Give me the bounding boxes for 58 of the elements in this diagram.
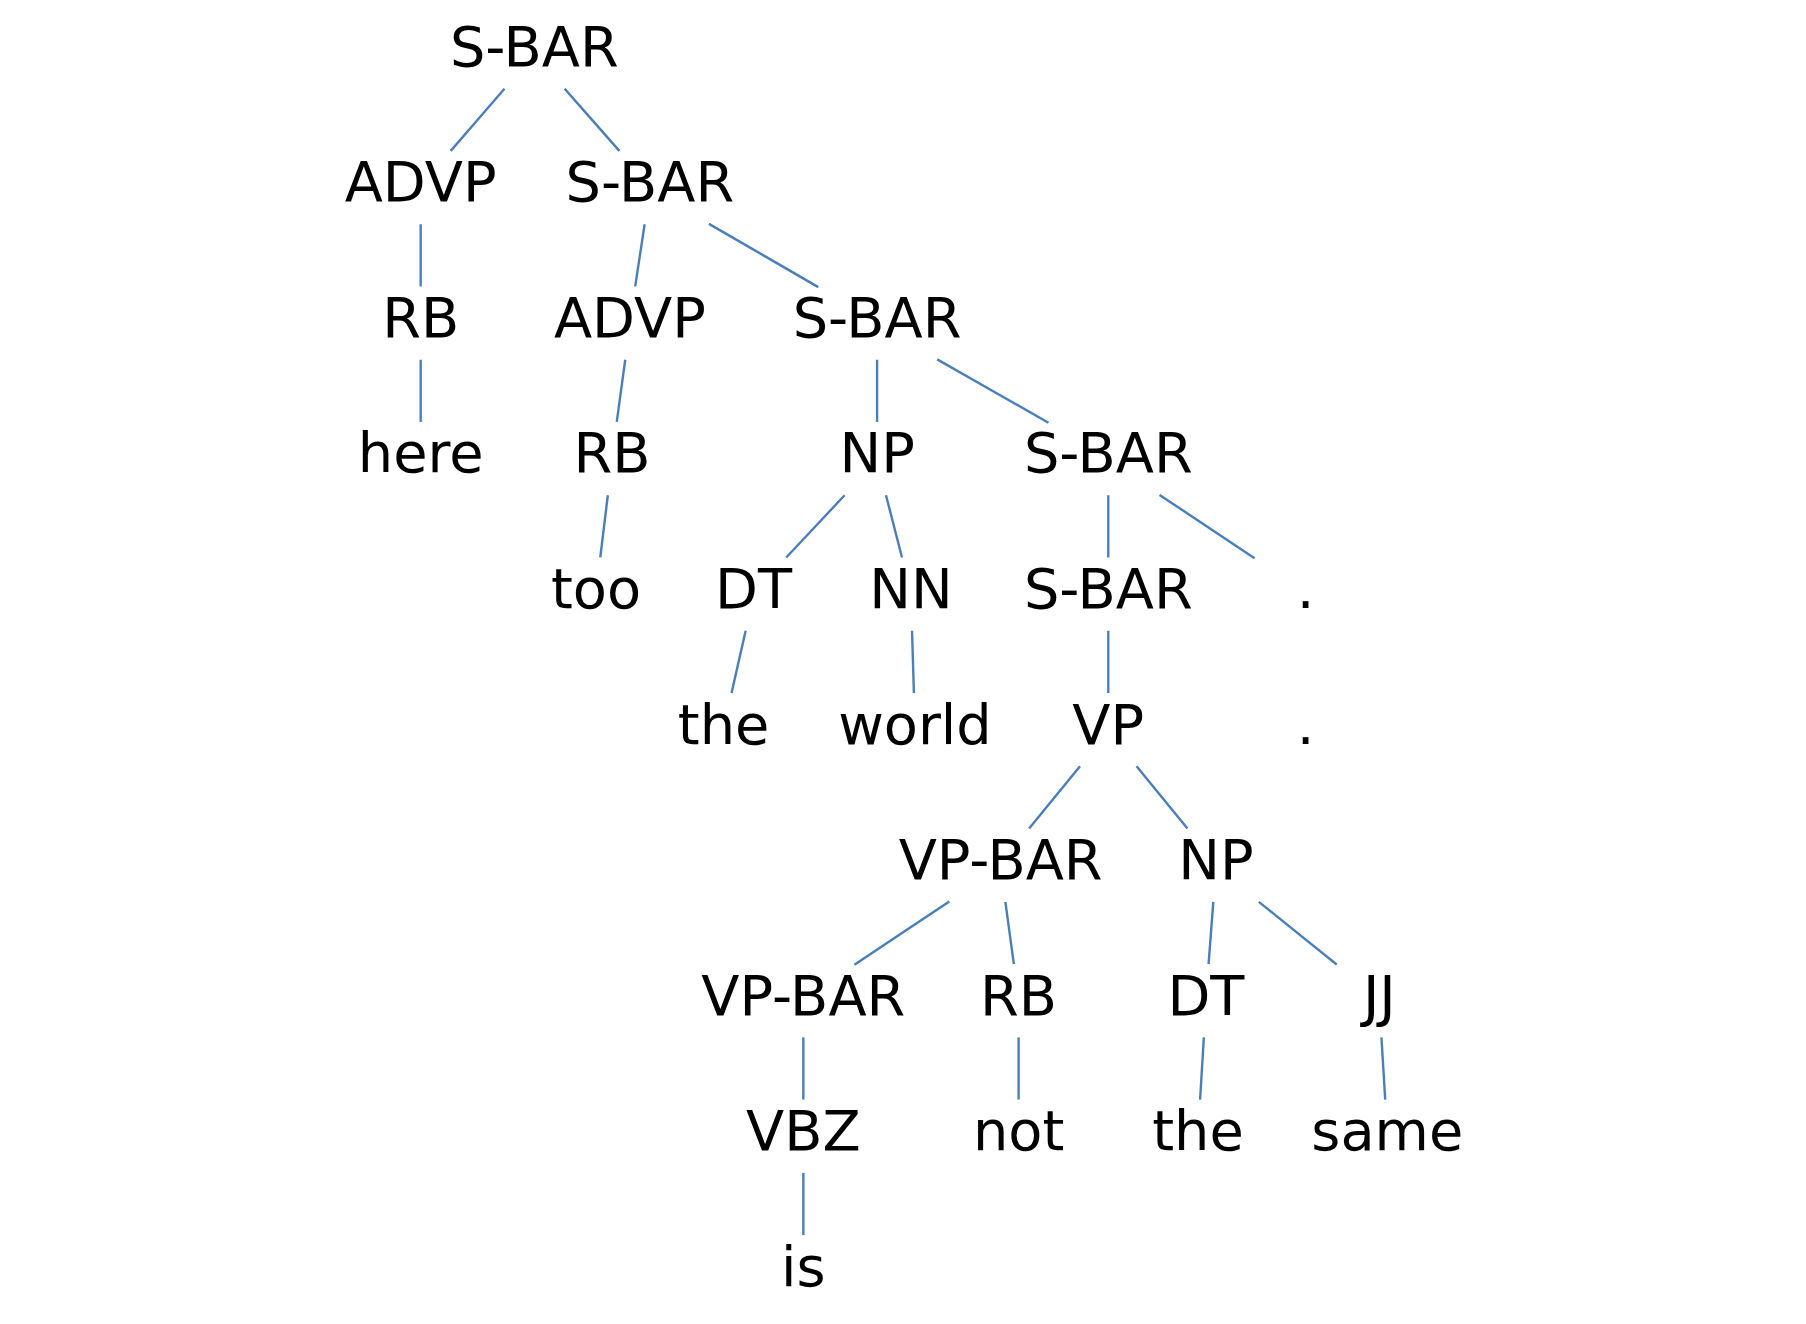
node-text: NN	[869, 555, 953, 621]
label: .	[1296, 691, 1315, 757]
node-text: .	[1296, 555, 1315, 621]
node-text: S-BAR	[565, 149, 735, 215]
node-text: S-BAR	[792, 284, 962, 350]
connector	[1380, 1037, 1387, 1100]
connector	[1258, 900, 1338, 966]
node-text: S-BAR	[449, 13, 619, 79]
connector	[1107, 630, 1110, 693]
node-text: here	[357, 420, 484, 486]
connector	[730, 630, 747, 694]
node-text: RB	[573, 420, 651, 486]
node-text: same	[1311, 1098, 1464, 1164]
connector	[802, 1172, 805, 1236]
connector	[785, 494, 846, 559]
node-text: RB	[980, 962, 1058, 1028]
connector	[1207, 901, 1215, 965]
node-text: DT	[1167, 962, 1245, 1028]
connector	[875, 359, 879, 422]
connector	[910, 630, 916, 694]
node-text: not	[972, 1098, 1065, 1164]
connector	[1017, 1037, 1020, 1100]
node-text: S-BAR	[1023, 420, 1193, 486]
connector	[419, 359, 422, 422]
connector	[853, 900, 950, 966]
node-text: is	[781, 1233, 826, 1299]
connector	[563, 87, 621, 152]
connector	[708, 222, 819, 289]
connector	[1107, 495, 1110, 558]
connector	[884, 494, 904, 558]
node-text: world	[838, 691, 992, 757]
node-text: too	[550, 555, 642, 621]
connector	[599, 495, 609, 558]
node-text: RB	[382, 284, 460, 350]
node-text: VP-BAR	[701, 962, 906, 1028]
connector	[1004, 901, 1016, 965]
node-text: S-BAR	[1023, 555, 1193, 621]
node-text: JJ	[1362, 962, 1396, 1028]
node-text: NP	[1178, 827, 1254, 893]
connector	[802, 1037, 805, 1100]
node-text: ADVP	[553, 284, 706, 350]
node-text: ADVP	[344, 149, 497, 215]
connector	[449, 87, 506, 152]
connector	[419, 224, 422, 287]
node-text: the	[677, 691, 770, 757]
node-text: VP-BAR	[898, 827, 1103, 893]
connector	[1198, 1037, 1206, 1100]
connector	[615, 359, 627, 423]
connector	[936, 358, 1050, 424]
node-text: VBZ	[746, 1098, 861, 1164]
connector	[1158, 493, 1256, 560]
node-text: NP	[839, 420, 915, 486]
node-text: DT	[714, 555, 793, 621]
connector	[1028, 765, 1081, 830]
node-text: VP	[1072, 691, 1145, 757]
connector	[1135, 765, 1189, 830]
node-text: the	[1152, 1098, 1244, 1164]
connector	[634, 224, 646, 287]
